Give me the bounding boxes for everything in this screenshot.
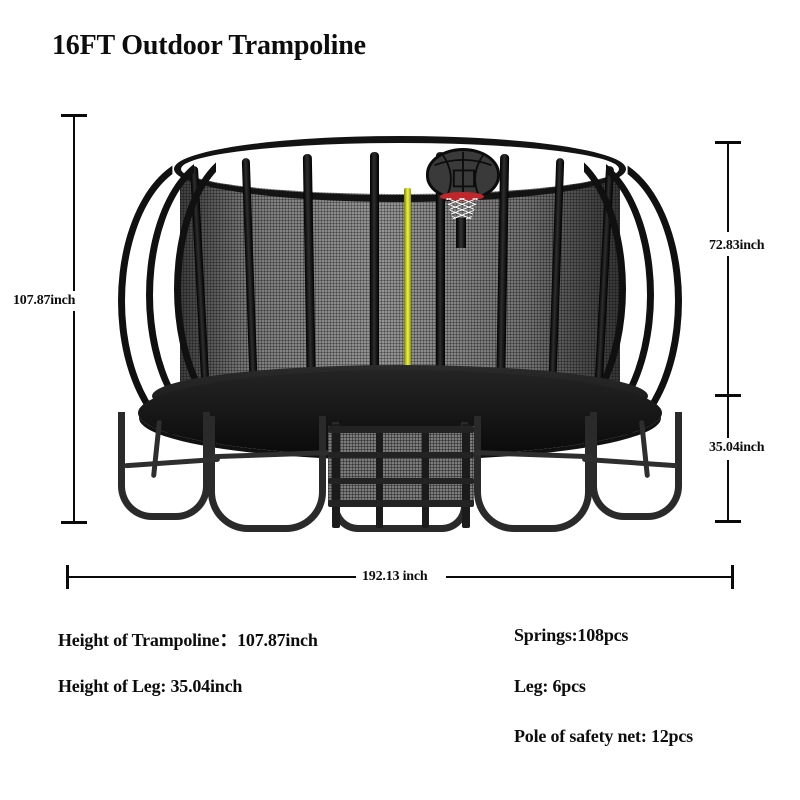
- basketball-hoop-post: [456, 218, 466, 248]
- dimension-label-leg-height: 35.04inch: [706, 438, 768, 458]
- trampoline-leg: [474, 416, 592, 532]
- spec-height-of-leg: Height of Leg: 35.04inch: [58, 676, 243, 696]
- spec-pole-of-safety-net: Pole of safety net: 12pcs: [514, 726, 693, 746]
- net-pole: [370, 152, 379, 406]
- basketball-rim: [440, 192, 484, 201]
- dimension-label-overall-width: 192.13 inch: [358, 568, 432, 586]
- dimension-label-overall-height: 107.87inch: [10, 291, 79, 311]
- page-title: 16FT Outdoor Trampoline: [52, 30, 366, 61]
- ladder-step: [328, 500, 474, 507]
- ladder-step: [328, 426, 474, 433]
- spec-height-of-trampoline: Height of Trampoline：107.87inch: [58, 630, 318, 650]
- trampoline-leg: [208, 416, 326, 532]
- ladder-step: [328, 452, 474, 458]
- center-pole: [404, 188, 411, 406]
- ladder-rail: [332, 424, 340, 528]
- net-rim-top: [174, 136, 626, 202]
- spec-leg-count: Leg: 6pcs: [514, 676, 586, 696]
- ladder-step: [328, 478, 474, 484]
- trampoline-illustration: [100, 130, 700, 550]
- ladder-backing: [328, 426, 474, 504]
- net-pole: [436, 152, 445, 406]
- basketball-lines-icon: [434, 151, 492, 196]
- trampoline-leg: [590, 412, 682, 520]
- basketball-backboard: [426, 148, 500, 200]
- ladder-rail: [376, 426, 383, 528]
- dimension-label-net-height: 72.83inch: [706, 236, 768, 256]
- basketball-net: [446, 198, 478, 220]
- ladder-rail: [462, 424, 470, 528]
- trampoline-leg: [118, 412, 210, 520]
- spec-springs: Springs:108pcs: [514, 625, 629, 645]
- ladder-rail: [422, 426, 429, 528]
